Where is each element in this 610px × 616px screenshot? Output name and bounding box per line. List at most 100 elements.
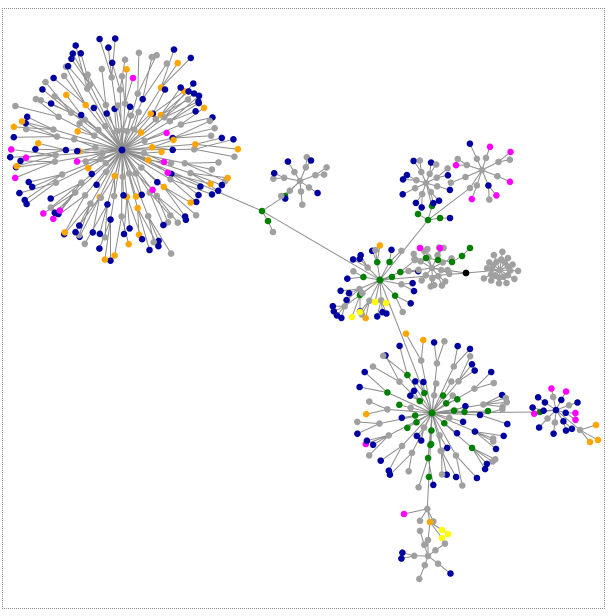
link-node — [88, 170, 95, 178]
graph-edge — [35, 148, 66, 151]
image-node — [164, 169, 171, 176]
table-node — [366, 297, 373, 305]
table-node — [184, 96, 192, 103]
table-node — [511, 275, 518, 283]
link-node — [430, 481, 437, 489]
table-node — [421, 561, 429, 569]
link-node — [107, 257, 114, 265]
table-node — [269, 228, 277, 236]
div-node — [386, 258, 393, 266]
graph-edge — [124, 69, 128, 104]
link-node — [487, 368, 495, 376]
graph-edge — [431, 410, 489, 414]
table-node — [167, 176, 174, 183]
link-node — [562, 409, 569, 417]
link-node — [73, 147, 81, 155]
table-node — [312, 171, 319, 179]
graph-edge — [113, 175, 116, 197]
table-node — [161, 114, 168, 121]
graph-edge — [471, 447, 493, 462]
link-node — [126, 103, 134, 111]
graph-edge — [194, 138, 234, 150]
link-node — [398, 555, 405, 562]
table-node — [365, 452, 373, 459]
graph-edge — [431, 366, 455, 414]
form-node — [224, 174, 231, 182]
graph-edge — [431, 412, 441, 436]
table-node — [127, 112, 135, 119]
link-node — [466, 345, 474, 353]
graph-edge — [121, 120, 171, 151]
table-node — [432, 380, 440, 387]
graph-edge — [471, 447, 496, 460]
link-node — [139, 95, 146, 103]
graph-edge — [429, 521, 443, 539]
form-node — [586, 438, 594, 446]
table-node — [52, 179, 60, 186]
table-node — [379, 352, 387, 360]
graph-edge — [24, 173, 63, 201]
image-node — [572, 409, 579, 417]
linebreak-node — [382, 299, 390, 307]
table-node — [480, 275, 488, 282]
table-node — [449, 392, 457, 399]
link-node — [473, 474, 481, 482]
table-node — [163, 60, 171, 67]
div-node — [396, 401, 403, 409]
link-node — [96, 230, 104, 238]
image-node — [468, 195, 476, 203]
graph-edge — [382, 355, 408, 376]
graph-edge — [90, 149, 123, 204]
table-node — [354, 418, 361, 426]
div-node — [458, 252, 466, 260]
graph-edge — [195, 143, 238, 150]
graph-edge — [579, 429, 599, 441]
link-node — [72, 228, 79, 236]
table-node — [138, 164, 145, 171]
graph-edge — [99, 204, 108, 234]
form-node — [362, 410, 370, 418]
div-node — [360, 273, 367, 281]
table-node — [487, 277, 495, 284]
form-node — [234, 145, 242, 153]
table-node — [148, 53, 156, 61]
graph-edge — [436, 341, 445, 364]
link-node — [427, 159, 435, 166]
table-node — [12, 102, 19, 110]
link-node — [6, 153, 14, 161]
table-node — [418, 190, 426, 198]
graph-edge — [163, 186, 191, 203]
graph-edge — [121, 76, 126, 104]
graph-edge — [121, 216, 130, 245]
table-node — [102, 159, 110, 167]
table-node — [291, 168, 298, 176]
div-node — [454, 396, 461, 403]
table-node — [150, 238, 158, 246]
graph-edge — [98, 129, 123, 151]
graph-edge — [133, 113, 152, 130]
graph-edge — [100, 149, 123, 160]
form-node — [61, 229, 69, 236]
form-node — [101, 256, 109, 263]
table-node — [22, 125, 30, 133]
table-node — [565, 402, 573, 409]
form-node — [111, 252, 118, 259]
graph-edge — [63, 203, 91, 235]
table-node — [473, 155, 481, 163]
graph-edge — [142, 63, 168, 100]
graph-edge — [172, 135, 212, 139]
link-node — [343, 296, 350, 304]
graph-edge — [474, 382, 494, 390]
link-node — [77, 50, 85, 57]
table-node — [99, 150, 106, 157]
graph-edge — [121, 149, 137, 174]
graph-edge — [79, 196, 101, 238]
graph-edge — [59, 182, 82, 211]
table-node — [448, 378, 455, 385]
graph-edge — [106, 113, 117, 132]
link-node — [195, 191, 202, 199]
table-node — [420, 424, 428, 431]
linebreak-node — [371, 298, 379, 306]
link-node — [330, 308, 338, 315]
